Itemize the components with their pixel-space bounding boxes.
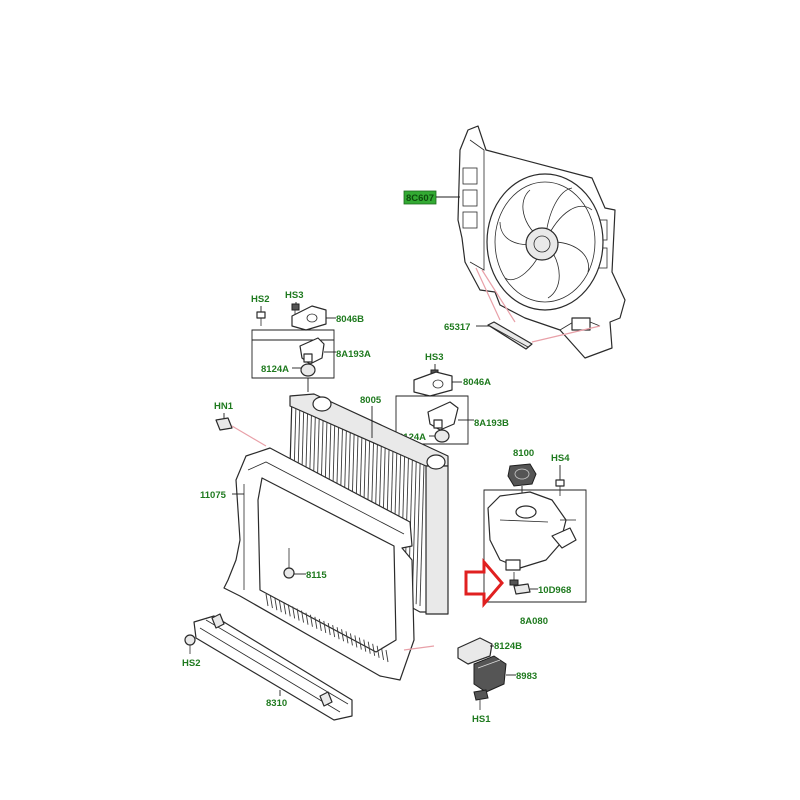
seal-strip[interactable] xyxy=(487,321,533,350)
screw-hs2-top[interactable] xyxy=(256,311,266,326)
cap-8100[interactable] xyxy=(507,463,537,487)
hs3-right-label: HS3 xyxy=(425,352,443,363)
sensor-10D968[interactable] xyxy=(509,572,531,595)
insulator-8124A-right[interactable] xyxy=(434,429,450,443)
leader-hn1-pink xyxy=(231,425,267,447)
bracket-8046B[interactable] xyxy=(291,305,327,331)
mount-8A193A[interactable] xyxy=(299,337,325,365)
screw-hs2-bottom[interactable] xyxy=(184,634,196,654)
leader-frame-pink xyxy=(403,645,435,651)
clip-hn1[interactable] xyxy=(215,417,233,431)
frame-11075[interactable] xyxy=(223,447,415,681)
deflector-8310[interactable] xyxy=(193,613,353,721)
leader-seal-1 xyxy=(475,267,501,321)
lower-bracket-label: 8983 xyxy=(516,671,537,682)
deflector-label: 8310 xyxy=(266,698,287,709)
seal-strip-label: 65317 xyxy=(444,322,470,333)
hs1-label: HS1 xyxy=(472,714,491,725)
fan-shroud-assembly[interactable] xyxy=(457,125,626,359)
callout-box-right xyxy=(395,395,469,445)
bracket-8983[interactable] xyxy=(473,655,507,693)
radiator-label: 8005 xyxy=(360,395,382,406)
reservoir-label: 8A080 xyxy=(520,616,548,627)
lower-insulator-label: 8124B xyxy=(494,641,522,652)
cap-label: 8100 xyxy=(513,448,534,459)
insulator-left-label: 8124A xyxy=(261,364,289,375)
reservoir-8A080[interactable] xyxy=(487,491,577,571)
screw-hs1[interactable] xyxy=(473,689,489,710)
bracket-upper-right-label: 8046A xyxy=(463,377,491,388)
sensor-label: 10D968 xyxy=(538,585,571,596)
drain-plug-8115[interactable] xyxy=(283,548,295,579)
bracket-8046A[interactable] xyxy=(413,371,453,397)
hn1-label: HN1 xyxy=(214,401,234,412)
leader-seal-3 xyxy=(531,325,601,343)
hs4-label: HS4 xyxy=(551,453,570,464)
mount-8A193B[interactable] xyxy=(427,401,459,431)
bracket-upper-left-label: 8046B xyxy=(336,314,364,325)
hs2-bottom-label: HS2 xyxy=(182,658,200,669)
screw-hs4[interactable] xyxy=(555,479,565,496)
mount-left-label: 8A193A xyxy=(336,349,371,360)
fan-shroud-label-text: 8C607 xyxy=(406,193,434,204)
hs2-top-label: HS2 xyxy=(251,294,269,305)
drain-plug-label: 8115 xyxy=(306,570,327,581)
callout-box-left xyxy=(251,329,335,379)
insulator-8124B[interactable] xyxy=(457,637,493,665)
insulator-right-label: 8124A xyxy=(398,432,426,443)
leader-seal-2 xyxy=(481,269,516,323)
hs3-left-label: HS3 xyxy=(285,290,303,301)
frame-label: 11075 xyxy=(200,490,227,501)
mount-right-label: 8A193B xyxy=(474,418,509,429)
insulator-8124A-left[interactable] xyxy=(300,363,316,377)
fan-shroud-label: 8C607 xyxy=(403,190,437,205)
highlight-arrow xyxy=(464,557,504,609)
